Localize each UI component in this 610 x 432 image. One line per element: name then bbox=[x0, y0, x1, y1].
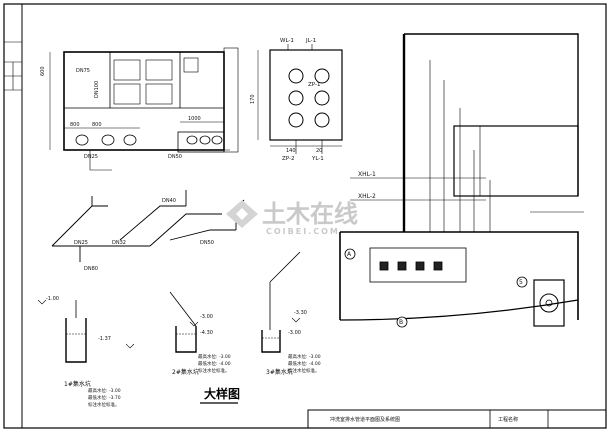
tank-3-note-3: 标注水位标准。 bbox=[288, 367, 320, 374]
tank-2-label: 2#集水坑 bbox=[172, 368, 199, 376]
tag-xhl1: XHL-1 bbox=[358, 171, 376, 178]
tag-dn25: DN25 bbox=[84, 154, 98, 160]
elev-6: -3.00 bbox=[288, 330, 301, 336]
iso-dn25: DN25 bbox=[74, 240, 88, 246]
tag-wl1: WL-1 bbox=[280, 38, 294, 44]
elev-5: -3.30 bbox=[294, 310, 307, 316]
tank-1 bbox=[65, 300, 87, 363]
dim-140: 140 bbox=[286, 148, 296, 154]
tank-3-note-2: 最低水位: -4.00 bbox=[288, 360, 321, 367]
axis-a: A bbox=[347, 251, 352, 258]
elevation-marks bbox=[37, 299, 301, 349]
tank-2-note-2: 最低水位: -4.00 bbox=[198, 360, 231, 367]
watermark-logo bbox=[226, 200, 258, 228]
iso-dn50: DN50 bbox=[200, 240, 214, 246]
dim-20: 20 bbox=[316, 148, 322, 154]
tag-dn100: DN100 bbox=[94, 81, 100, 98]
watermark-text: 土木在线 bbox=[262, 200, 358, 228]
tag-yl1: YL-1 bbox=[311, 156, 324, 162]
sump-detail bbox=[257, 44, 343, 154]
title-block-name: 冲洗室排水管道平面图及系统图 bbox=[330, 416, 400, 423]
tank-1-note-2: 最低水位: -3.70 bbox=[88, 394, 121, 401]
tank-2-note-1: 最高水位: -3.00 bbox=[198, 353, 231, 360]
tag-dn75: DN75 bbox=[76, 68, 90, 74]
dim-800: 800 bbox=[70, 122, 80, 128]
elev-4: -4.30 bbox=[200, 330, 213, 336]
tank-1-label: 1#集水坑 bbox=[64, 380, 91, 388]
elev-3: -3.00 bbox=[200, 314, 213, 320]
elev-1: -1.00 bbox=[46, 296, 59, 302]
iso-dn40: DN40 bbox=[162, 198, 176, 204]
tag-zp1: ZP-1 bbox=[308, 82, 320, 88]
tank-3-label: 3#集水坑 bbox=[266, 368, 293, 376]
floor-plan bbox=[339, 33, 584, 327]
tank-1-note-3: 标注水位标准。 bbox=[88, 401, 120, 408]
pipe-isometric bbox=[51, 190, 245, 262]
tag-zp2: ZP-2 bbox=[282, 156, 294, 162]
tank-2-note-3: 标注水位标准。 bbox=[198, 367, 230, 374]
tank-3 bbox=[261, 251, 301, 353]
tank-1-note-1: 最高水位: -3.00 bbox=[88, 387, 121, 394]
tag-dn50: DN50 bbox=[168, 154, 182, 160]
tag-jl1: JL-1 bbox=[305, 38, 316, 44]
axis-bubbles bbox=[344, 248, 528, 328]
tank-3-note-1: 最高水位: -3.00 bbox=[288, 353, 321, 360]
floor-plan-equipment bbox=[379, 261, 443, 271]
iso-dn32: DN32 bbox=[112, 240, 126, 246]
toilet-plan-dims bbox=[49, 52, 224, 150]
dim-170: 170 bbox=[250, 94, 256, 104]
tank-2 bbox=[169, 291, 197, 353]
left-strip-marks bbox=[4, 41, 22, 91]
tag-xhl2: XHL-2 bbox=[358, 193, 376, 200]
iso-dn80: DN80 bbox=[84, 266, 98, 272]
elev-2: -1.37 bbox=[98, 336, 111, 342]
title-block-cell2: 工程名称 bbox=[498, 416, 518, 423]
toilet-fixtures bbox=[74, 134, 230, 151]
sheet-title: 大样图 bbox=[204, 386, 240, 401]
axis-b: B bbox=[399, 319, 403, 326]
watermark-sub: COIBEI.COM bbox=[266, 227, 340, 236]
dim-800b: 800 bbox=[92, 122, 102, 128]
dim-1000: 1000 bbox=[188, 116, 201, 122]
axis-5: 5 bbox=[519, 279, 523, 286]
toilet-plan bbox=[63, 47, 239, 171]
dim-600: 600 bbox=[40, 66, 46, 76]
drawing-border bbox=[3, 3, 607, 429]
title-block bbox=[307, 409, 607, 429]
